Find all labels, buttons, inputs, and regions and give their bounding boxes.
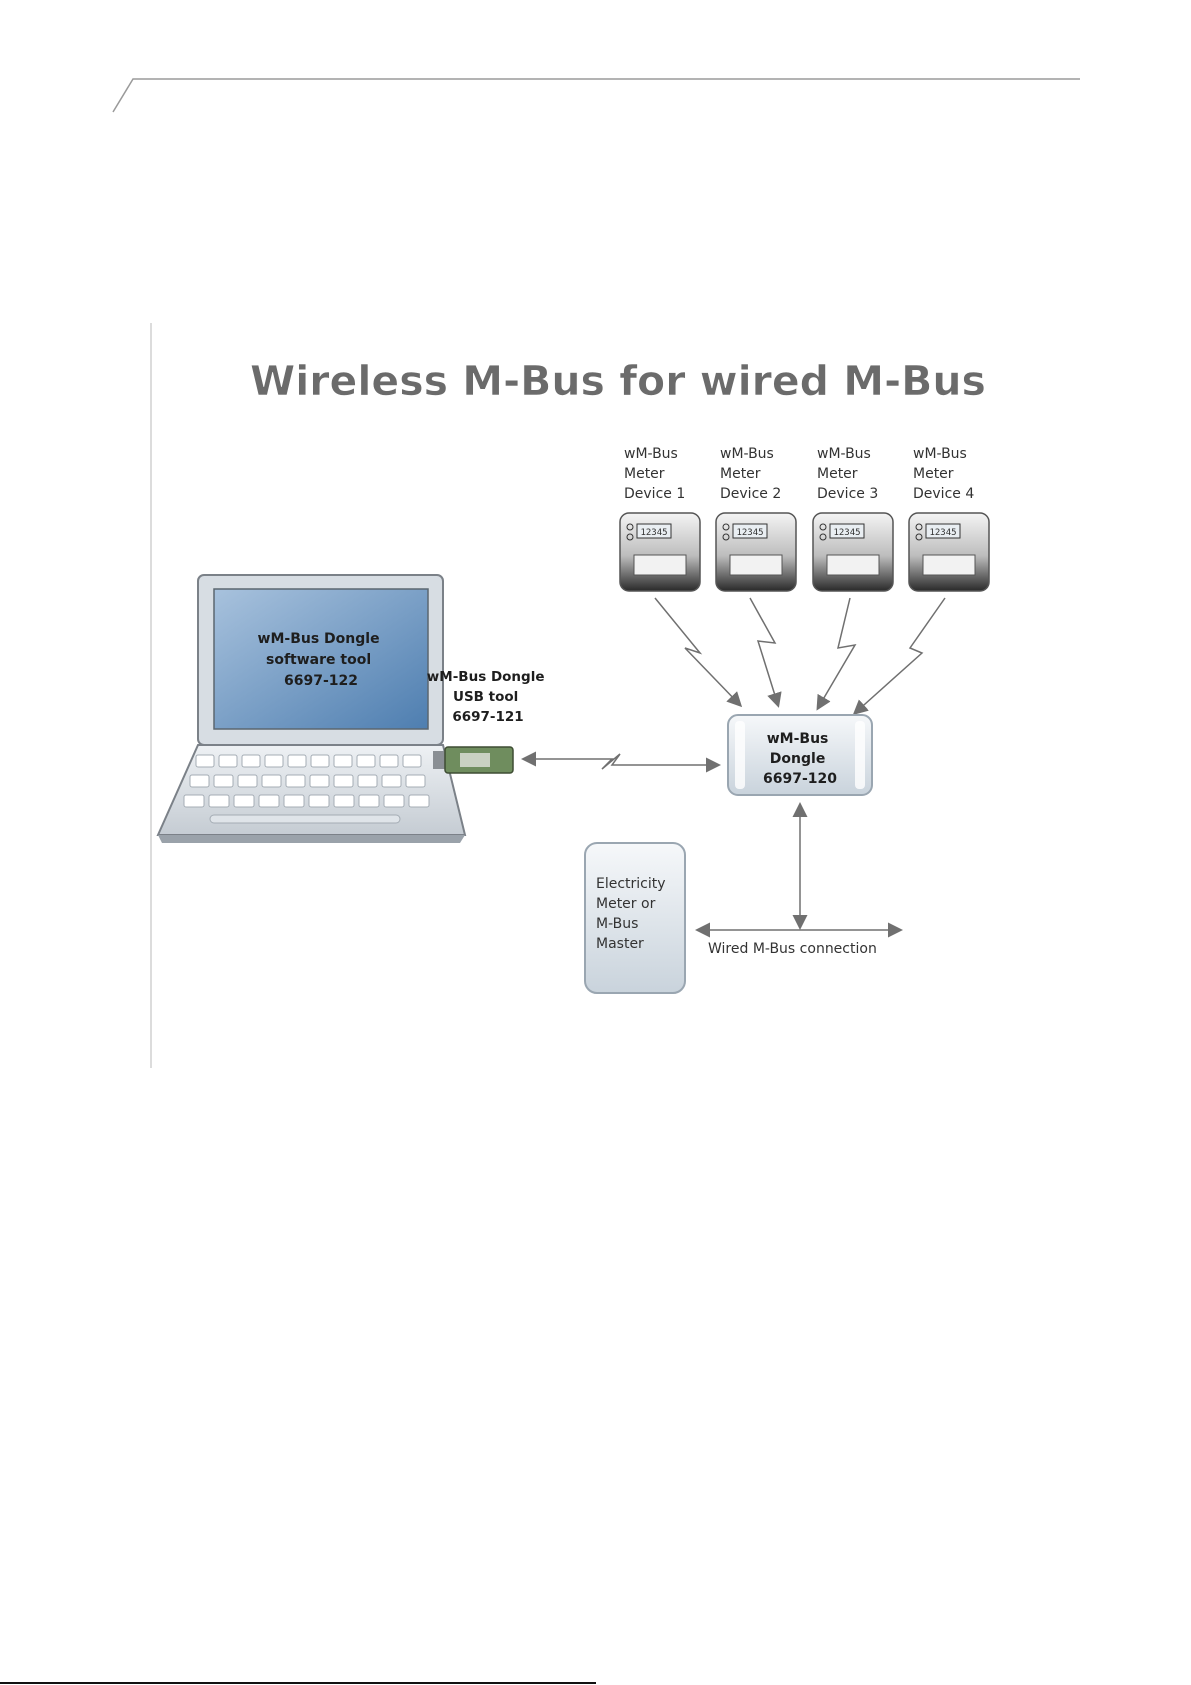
meter-device-1: wM-Bus Meter Device 1 12345 — [620, 446, 700, 591]
svg-text:wM-Bus Meter Devic: wM-Bus Meter Device 2 — [720, 446, 781, 502]
footer-rule — [0, 1682, 596, 1684]
usb-tool-line1: wM-Bus Dongle — [427, 669, 545, 685]
laptop-screen-line3: 6697-122 — [284, 673, 358, 689]
laptop-screen-line2: software tool — [266, 652, 371, 668]
svg-text:wM-Bus Dongle 6697: wM-Bus Dongle 6697-120 — [763, 731, 837, 787]
master-line4: Master — [596, 936, 644, 952]
meter-1-display: 12345 — [640, 528, 667, 538]
keyboard-key — [380, 755, 398, 767]
meter-3-label-line2: Meter — [817, 466, 858, 482]
svg-text:wM-Bus Dongle USB tool: wM-Bus Dongle USB tool 6697-121 — [427, 669, 549, 725]
wireless-link-meter-2 — [750, 598, 778, 705]
keyboard-key — [334, 775, 353, 787]
master-line3: M-Bus — [596, 916, 638, 932]
keyboard-key — [334, 755, 352, 767]
meter-3-display: 12345 — [833, 528, 860, 538]
wireless-link-meter-3 — [818, 598, 855, 708]
wireless-link-usb-to-dongle — [524, 754, 718, 769]
meter-1-label-line3: Device 1 — [624, 486, 685, 502]
meter-device-4: wM-Bus Meter Device 4 12345 — [909, 446, 989, 591]
svg-text:wM-Bus Meter Devic: wM-Bus Meter Device 3 — [817, 446, 878, 502]
master-meter-box: Electricity Meter or M-Bus Master — [585, 843, 685, 993]
meter-2-display: 12345 — [736, 528, 763, 538]
meter-2-label-line2: Meter — [720, 466, 761, 482]
usb-tool-line2: USB tool — [453, 689, 518, 705]
keyboard-key — [406, 775, 425, 787]
laptop-illustration: wM-Bus Dongle software tool 6697-122 — [158, 575, 465, 843]
keyboard-key — [190, 775, 209, 787]
meter-4-label-line1: wM-Bus — [913, 446, 967, 462]
master-line1: Electricity — [596, 876, 666, 892]
meter-1-label-line2: Meter — [624, 466, 665, 482]
dongle-line2: Dongle — [770, 751, 826, 767]
keyboard-key — [357, 755, 375, 767]
keyboard-key — [384, 795, 404, 807]
usb-tool-line3: 6697-121 — [452, 709, 523, 725]
wireless-link-meter-1 — [655, 598, 740, 705]
meter-4-label-line3: Device 4 — [913, 486, 974, 502]
meter-4-display: 12345 — [929, 528, 956, 538]
meter-device-2: wM-Bus Meter Device 2 12345 — [716, 446, 796, 591]
keyboard-key — [184, 795, 204, 807]
meter-1-label-line1: wM-Bus — [624, 446, 678, 462]
wireless-link-meter-4 — [855, 598, 945, 713]
keyboard-key — [382, 775, 401, 787]
keyboard-key — [288, 755, 306, 767]
keyboard-key — [334, 795, 354, 807]
keyboard-key — [209, 795, 229, 807]
master-line2: Meter or — [596, 896, 656, 912]
dongle-line3: 6697-120 — [763, 771, 837, 787]
keyboard-key — [259, 795, 279, 807]
meter-3-label-line3: Device 3 — [817, 486, 878, 502]
keyboard-key — [309, 795, 329, 807]
header-rule — [0, 0, 1191, 120]
keyboard-key — [359, 795, 379, 807]
meter-device-3: wM-Bus Meter Device 3 12345 — [813, 446, 893, 591]
laptop-screen-line1: wM-Bus Dongle — [258, 631, 380, 647]
keyboard-key — [286, 775, 305, 787]
svg-text:wM-Bus Meter Devic: wM-Bus Meter Device 1 — [624, 446, 685, 502]
meter-2-label-line1: wM-Bus — [720, 446, 774, 462]
keyboard-key — [403, 755, 421, 767]
keyboard-key — [196, 755, 214, 767]
diagram-title: Wireless M-Bus for wired M-Bus — [250, 357, 986, 405]
usb-stick-illustration — [433, 747, 513, 773]
keyboard-key — [358, 775, 377, 787]
keyboard-key — [310, 775, 329, 787]
dongle-box: wM-Bus Dongle 6697-120 — [728, 715, 872, 795]
svg-text:wM-Bus Meter Devic: wM-Bus Meter Device 4 — [913, 446, 974, 502]
keyboard-key — [311, 755, 329, 767]
keyboard-key — [234, 795, 254, 807]
meter-4-label-line2: Meter — [913, 466, 954, 482]
keyboard-key — [262, 775, 281, 787]
meter-3-label-line1: wM-Bus — [817, 446, 871, 462]
keyboard-key — [219, 755, 237, 767]
dongle-line1: wM-Bus — [767, 731, 829, 747]
keyboard-key — [265, 755, 283, 767]
meter-2-label-line3: Device 2 — [720, 486, 781, 502]
keyboard-key — [242, 755, 260, 767]
wireless-mbus-diagram: Wireless M-Bus for wired M-Bus wM-Bus Do… — [150, 323, 1080, 1068]
keyboard-key — [409, 795, 429, 807]
keyboard-key — [214, 775, 233, 787]
keyboard-key — [284, 795, 304, 807]
keyboard-key — [238, 775, 257, 787]
wired-bus-label: Wired M-Bus connection — [708, 941, 877, 957]
